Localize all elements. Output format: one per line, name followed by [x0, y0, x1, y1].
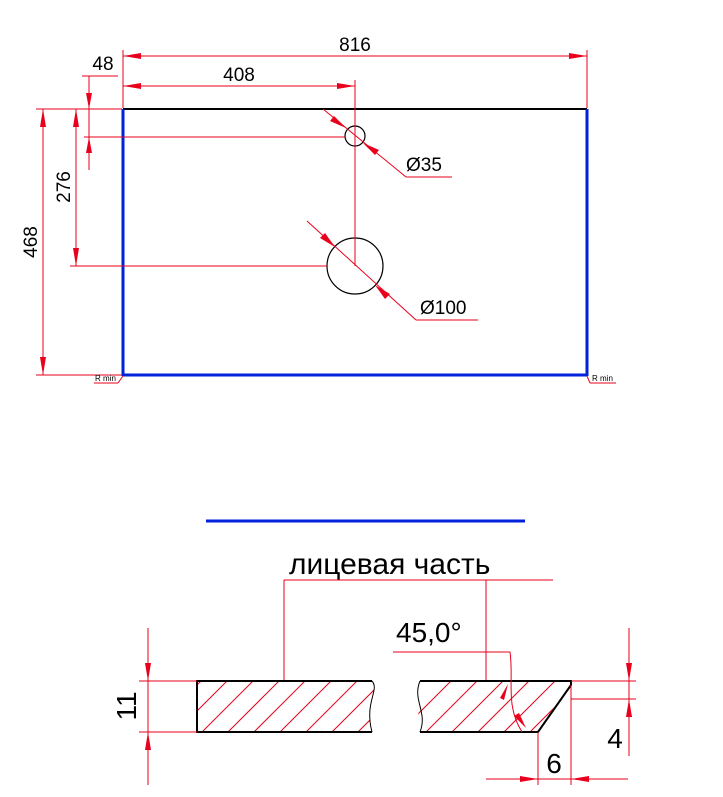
section-left-part	[196, 680, 375, 733]
chamfer-depth-label: 4	[607, 723, 623, 754]
height-dimension-label: 468	[21, 226, 42, 258]
corner-note-right-label: R min	[592, 374, 613, 383]
plan-view: 816 408 48 276	[21, 35, 616, 384]
small-hole-offset-dimension: 48	[82, 54, 345, 170]
height-dimension: 468	[21, 108, 122, 376]
small-hole-diameter-label: Ø35	[406, 155, 442, 176]
corner-note-left: R min	[94, 374, 124, 384]
chamfer-depth-dimension: 4	[571, 628, 636, 756]
corner-note-left-label: R min	[95, 374, 116, 383]
hole-height-dimension-label: 276	[54, 171, 75, 203]
face-label-leader	[283, 579, 553, 681]
width-dimension: 816	[122, 35, 588, 108]
hole-offset-dimension-label: 408	[223, 65, 255, 86]
thickness-dimension: 11	[111, 628, 197, 785]
section-view: лицевая часть	[111, 519, 636, 785]
corner-note-right: R min	[586, 374, 616, 384]
hole-height-dimension: 276	[54, 108, 327, 267]
thickness-dimension-label: 11	[111, 691, 142, 720]
chamfer-angle-label: 45,0°	[396, 617, 462, 648]
chamfer-angle-dimension: 45,0°	[393, 617, 526, 733]
face-label: лицевая часть	[289, 548, 490, 581]
section-right-part	[417, 680, 572, 733]
chamfer-width-dimension: 6	[486, 685, 628, 785]
chamfer-width-label: 6	[546, 748, 562, 779]
small-hole-diameter-leader: Ø35	[322, 108, 452, 178]
hole-offset-dimension: 408	[123, 65, 356, 266]
width-dimension-label: 816	[339, 35, 371, 56]
large-hole-diameter-leader: Ø100	[306, 220, 478, 321]
small-hole-offset-dimension-label: 48	[92, 54, 113, 75]
large-hole-diameter-label: Ø100	[420, 298, 466, 319]
